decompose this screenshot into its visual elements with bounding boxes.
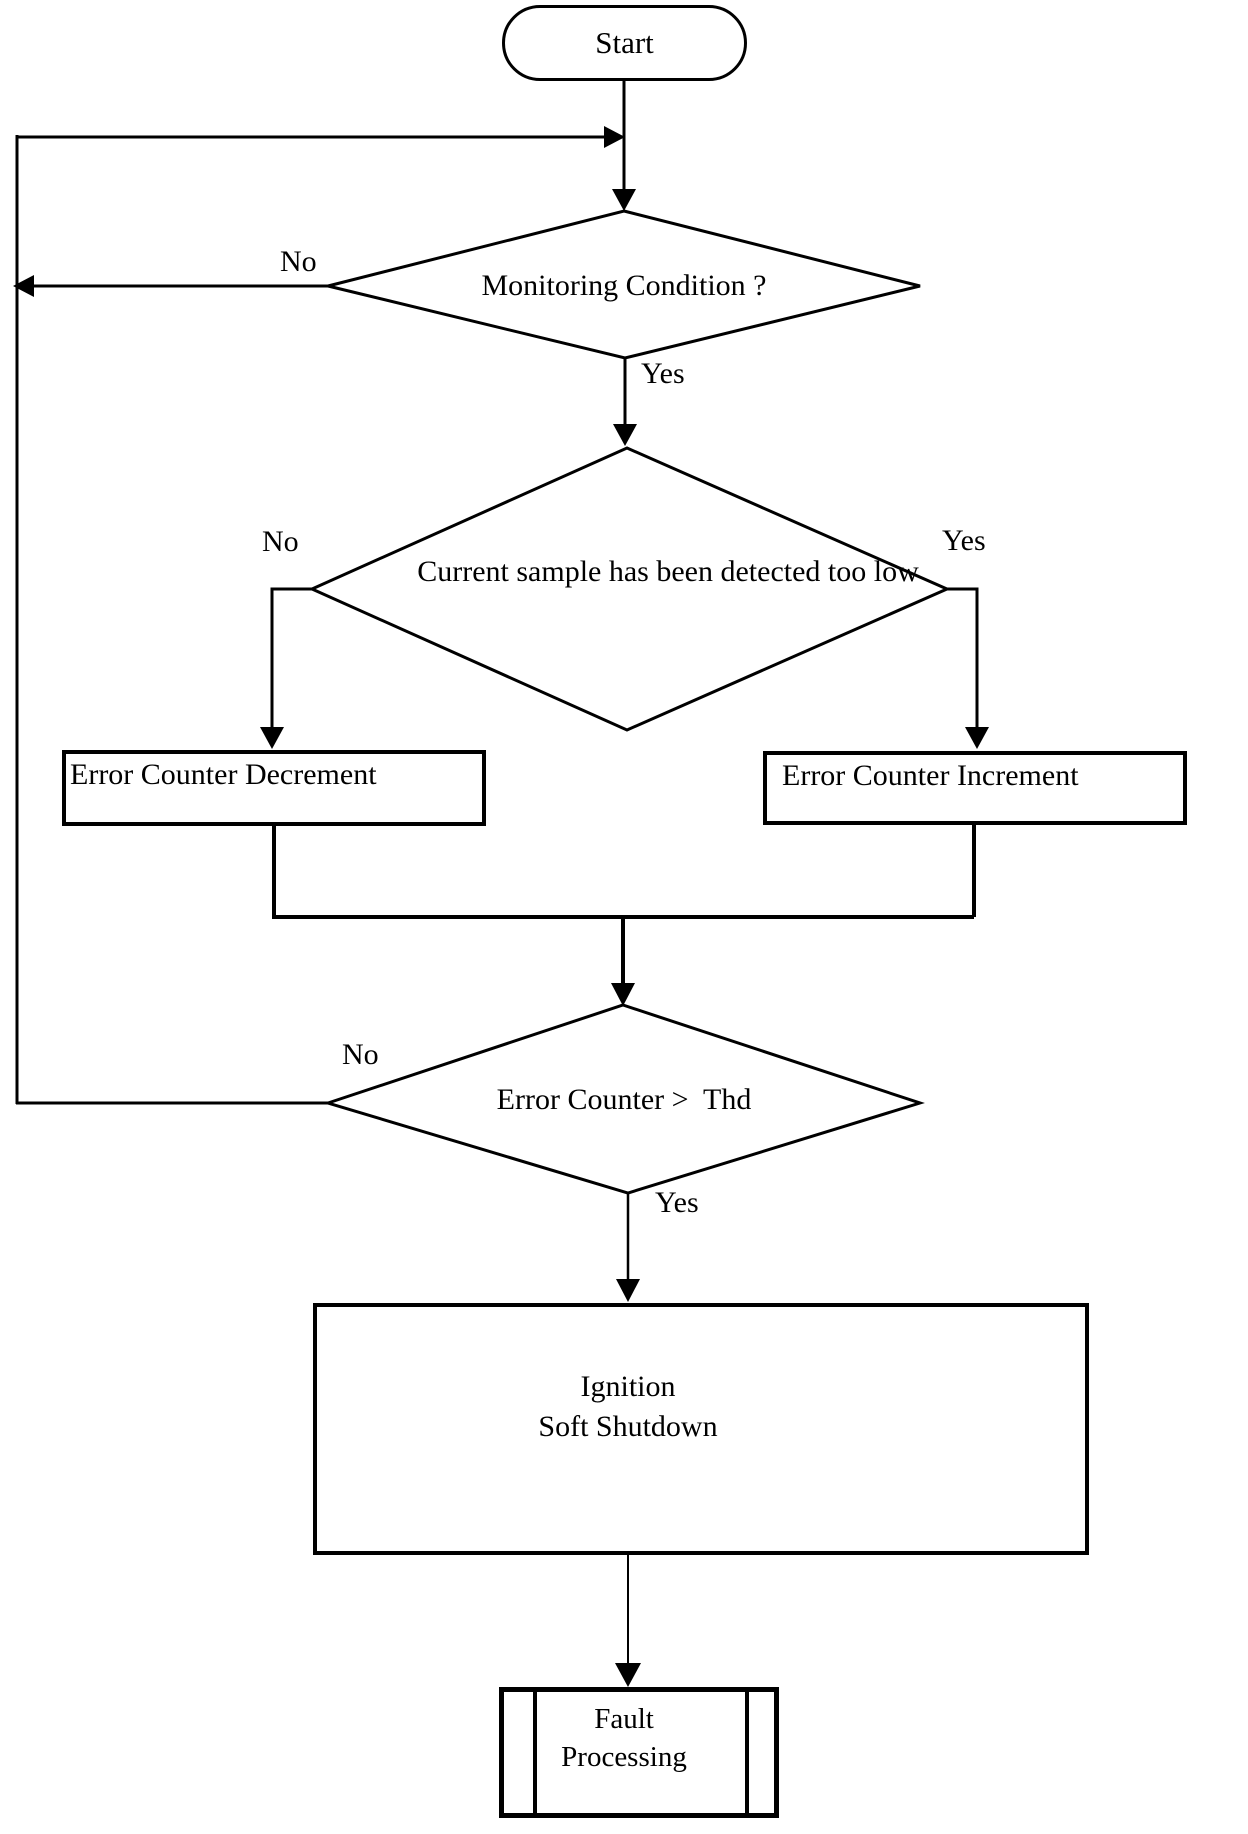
arrowhead-current-top <box>613 424 637 446</box>
ignition-label-line2: Soft Shutdown <box>538 1410 718 1443</box>
node-start: Start <box>502 5 747 81</box>
node-ignition-soft-shutdown: Ignition Soft Shutdown <box>313 1303 1089 1555</box>
node-error-counter-increment-label: Error Counter Increment <box>782 759 1079 792</box>
edge-label-monitoring-no: No <box>280 245 317 278</box>
node-current-sample-label: Current sample has been detected too low <box>417 555 919 588</box>
node-ignition-soft-shutdown-label: Ignition Soft Shutdown <box>378 1367 878 1447</box>
edge-label-current-no: No <box>262 525 299 558</box>
arrowhead-decrement-top <box>260 727 284 749</box>
arrowhead-threshold-top <box>611 983 635 1006</box>
node-fault-processing: Fault Processing <box>499 1687 779 1818</box>
decision-current-sample-diamond <box>308 446 951 732</box>
fault-label-line1: Fault <box>594 1703 654 1735</box>
arrowhead-fault-top <box>615 1663 641 1687</box>
arrowhead-loop-into-main <box>604 126 625 148</box>
ignition-label-line1: Ignition <box>580 1370 676 1403</box>
node-monitoring-label: Monitoring Condition ? <box>481 269 767 302</box>
node-error-threshold-label: Error Counter > Thd <box>496 1083 752 1116</box>
edge-label-threshold-no: No <box>342 1038 379 1071</box>
node-error-counter-decrement-label: Error Counter Decrement <box>70 758 377 791</box>
fault-predefined-right-bar <box>745 1692 749 1813</box>
node-error-counter-increment: Error Counter Increment <box>763 751 1187 825</box>
arrowhead-monitoring-top <box>612 189 636 211</box>
arrowhead-ignition-top <box>616 1279 640 1302</box>
fault-label-line2: Processing <box>561 1741 687 1773</box>
node-error-counter-decrement: Error Counter Decrement <box>62 750 486 826</box>
edge-label-threshold-yes: Yes <box>655 1186 699 1219</box>
node-fault-processing-label: Fault Processing <box>504 1700 744 1776</box>
arrowhead-monitoring-no <box>13 275 34 297</box>
fault-predefined-left-bar <box>533 1692 537 1813</box>
edge-current-yes <box>947 587 979 728</box>
node-start-label: Start <box>595 25 654 60</box>
arrowhead-increment-top <box>965 727 989 749</box>
edge-label-current-yes: Yes <box>942 524 986 557</box>
edge-current-no <box>270 587 312 728</box>
edge-label-monitoring-yes: Yes <box>641 357 685 390</box>
